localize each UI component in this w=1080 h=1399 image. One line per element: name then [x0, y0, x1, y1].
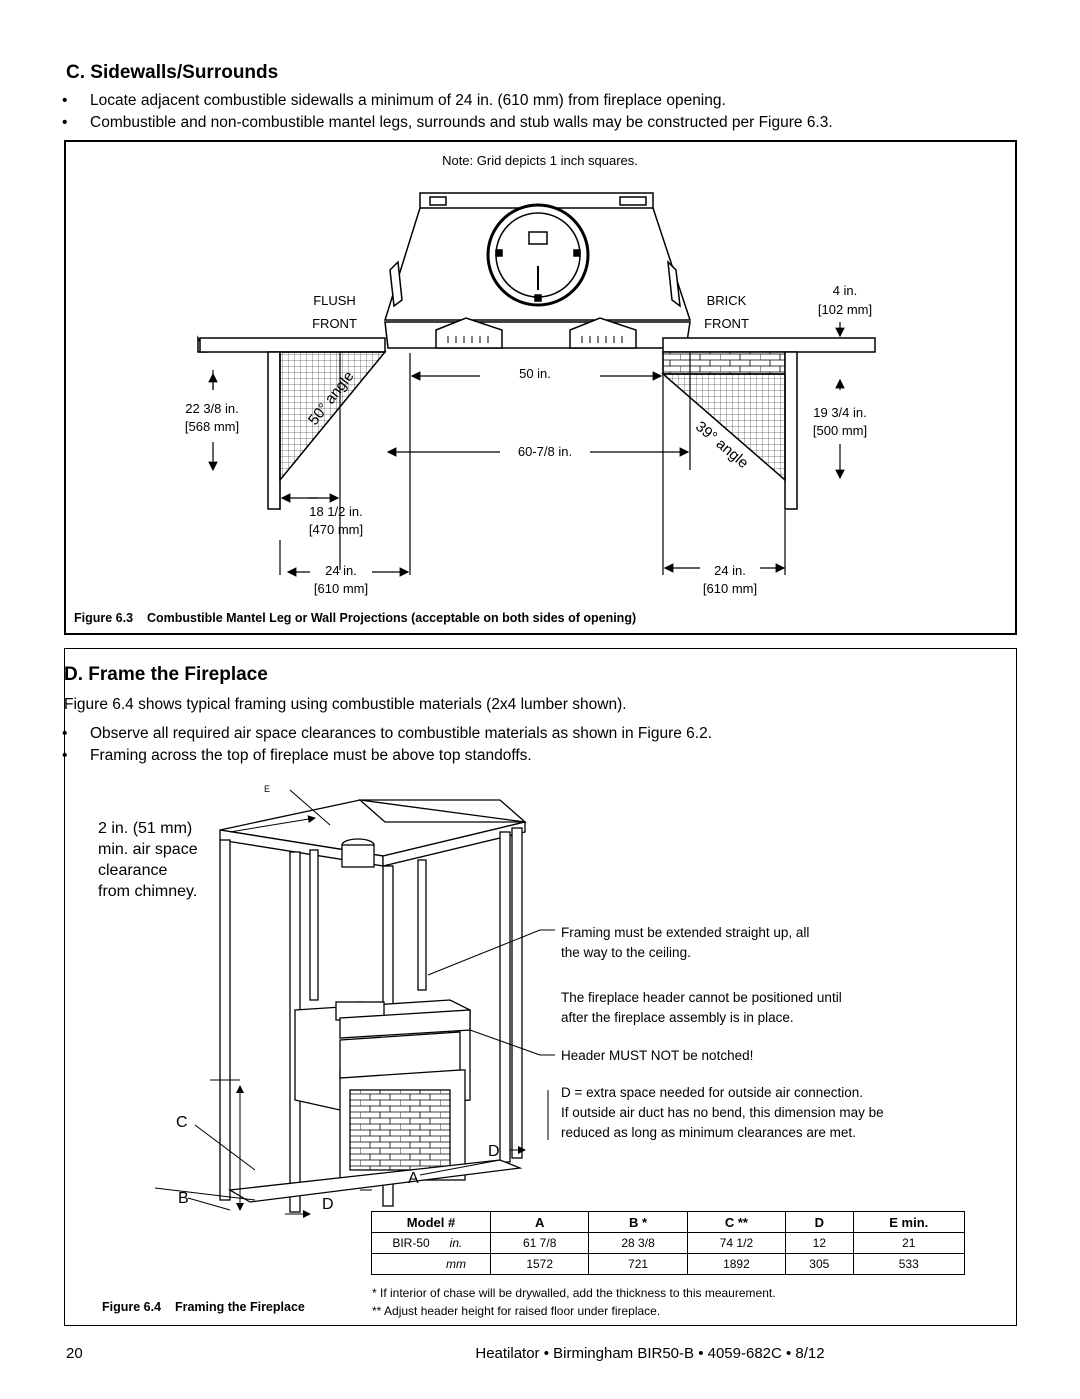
framing-isometric: [219, 799, 527, 1213]
dim-22in-label: 22 3/8 in. [568 mm]: [184, 401, 240, 434]
chimney-clearance-note: 2 in. (51 mm) min. air space clearance f…: [98, 820, 198, 900]
letter-c: C: [176, 1114, 188, 1131]
grid-note: Note: Grid depicts 1 inch squares.: [442, 153, 638, 168]
letter-d-lower: D: [322, 1196, 334, 1213]
brick-front-label: BRICK FRONT: [704, 293, 749, 331]
flush-front-label: FLUSH FRONT: [312, 293, 357, 331]
page-number: 20: [66, 1345, 83, 1362]
dimension-lines: [208, 322, 845, 577]
fireplace-top-view: [383, 192, 692, 349]
figure-6-3-frame: [64, 140, 1017, 635]
left-wall: [197, 335, 387, 510]
framing-extension-note: Framing must be extended straight up, al…: [561, 925, 810, 960]
section-c-bullet-1: •Locate adjacent combustible sidewalls a…: [62, 92, 726, 109]
dim-4in-label: 4 in. [102 mm]: [817, 283, 873, 317]
outside-air-note: D = extra space needed for outside air c…: [561, 1085, 884, 1140]
figure-6-3-caption: Figure 6.3 Combustible Mantel Leg or Wal…: [74, 611, 637, 625]
header-notch-note: Header MUST NOT be notched!: [561, 1048, 754, 1063]
framing-callouts: [154, 789, 555, 1218]
figure-6-4-drawing: [154, 789, 555, 1218]
table-row: mm 1572 721 1892 305 533: [371, 1253, 966, 1275]
dim-24in-left-label: 24 in. [610 mm]: [313, 563, 369, 596]
right-wall: [660, 337, 876, 510]
dim-24in-right-label: 24 in. [610 mm]: [702, 563, 758, 596]
section-d-heading: D. Frame the Fireplace: [64, 664, 268, 685]
dim-19in-label: 19 3/4 in. [500 mm]: [812, 405, 868, 438]
figure-6-4-caption: Figure 6.4 Framing the Fireplace: [102, 1300, 305, 1314]
dim-50in-label: 50 in.: [519, 366, 551, 381]
document-info: Heatilator • Birmingham BIR50-B • 4059-6…: [475, 1345, 825, 1362]
table-footnotes: * If interior of chase will be drywalled…: [372, 1286, 776, 1318]
section-d-bullet-2: •Framing across the top of fireplace mus…: [62, 747, 532, 764]
section-d-bullet-1: •Observe all required air space clearanc…: [62, 725, 713, 742]
section-c-bullet-2: •Combustible and non-combustible mantel …: [62, 114, 833, 131]
figure-6-3-drawing: [197, 192, 876, 577]
letter-e: E: [264, 784, 271, 794]
table-header-row: Model # A B * C ** D E min.: [371, 1211, 966, 1233]
dim-18in-label: 18 1/2 in. [470 mm]: [308, 504, 364, 537]
letter-b: B: [178, 1190, 189, 1207]
figure-6-4-frame: [64, 648, 1017, 1326]
letter-a: A: [408, 1170, 419, 1187]
letter-d-upper: D: [488, 1143, 500, 1160]
header-position-note: The fireplace header cannot be positione…: [561, 990, 842, 1025]
dim-60in-label: 60-7/8 in.: [517, 444, 573, 459]
section-c-heading: C. Sidewalls/Surrounds: [66, 62, 279, 83]
section-d-intro: Figure 6.4 shows typical framing using c…: [64, 696, 627, 713]
